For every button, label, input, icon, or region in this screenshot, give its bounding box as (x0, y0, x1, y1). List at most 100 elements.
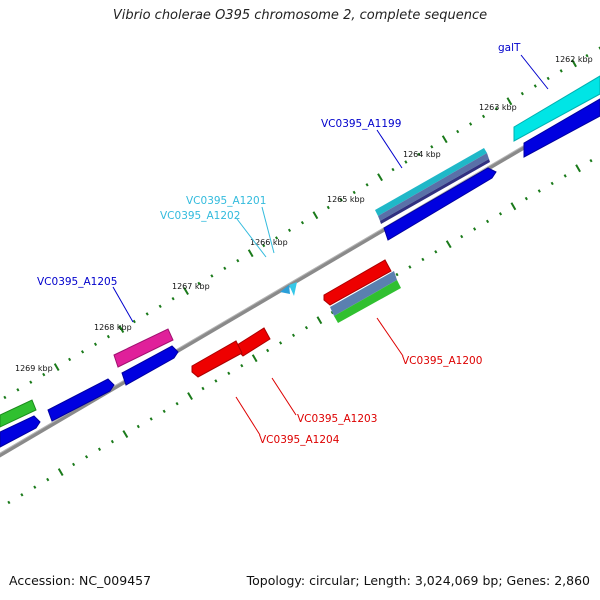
scale-labels: 1262 kbp 1263 kbp 1264 kbp 1265 kbp 1266… (15, 55, 593, 373)
scale-tick-outer-41 (520, 91, 524, 96)
scale-tick-outer-7 (80, 350, 85, 354)
scale-tick-inner-12 (149, 417, 153, 421)
scale-label-1268: 1268 kbp (94, 323, 132, 332)
scale-label-1266: 1266 kbp (250, 238, 288, 247)
scale-tick-inner-13 (162, 409, 166, 414)
scale-tick-outer-23 (287, 228, 292, 233)
gene-labels: galT VC0395_A1199 VC0395_A1201 VC0395_A1… (37, 42, 521, 446)
scale-tick-outer-2 (16, 388, 20, 392)
gene-label-A1203[interactable]: VC0395_A1203 (297, 413, 377, 425)
leader-A1203 (271, 377, 297, 416)
scale-tick-outer-34 (430, 145, 434, 149)
scale-tick-inner-10 (122, 430, 129, 439)
scale-tick-inner-44 (563, 174, 567, 178)
scale-tick-inner-37 (473, 227, 477, 231)
scale-tick-inner-32 (408, 265, 412, 269)
gene-galT-cyan[interactable] (513, 75, 600, 142)
scale-tick-outer-12 (145, 312, 149, 316)
chromosome-backbone (0, 100, 600, 458)
gene-A1199-dark[interactable] (380, 159, 490, 224)
scale-tick-outer-42 (533, 84, 537, 88)
scale-tick-outer-25 (312, 211, 319, 220)
scale-tick-outer-33 (417, 152, 421, 157)
scale-tick-inner-25 (316, 316, 323, 325)
map-title: Vibrio cholerae O395 chromosome 2, compl… (112, 8, 488, 23)
gene-A1200-red[interactable] (323, 259, 392, 306)
scale-tick-outer-18 (223, 266, 227, 271)
scale-tick-outer-27 (339, 198, 343, 202)
scale-tick-outer-9 (106, 334, 110, 339)
scale-tick-inner-26 (330, 310, 334, 315)
scale-tick-inner-11 (136, 424, 140, 429)
gene-A1201-arrow[interactable] (280, 285, 290, 294)
scale-tick-outer-4 (42, 372, 46, 377)
scale-tick-inner-19 (240, 363, 244, 368)
gene-label-A1200[interactable]: VC0395_A1200 (402, 355, 482, 367)
scale-label-1264: 1264 kbp (403, 150, 441, 159)
scale-tick-inner-8 (97, 447, 102, 451)
gene-A1200-steel[interactable] (330, 271, 397, 316)
scale-tick-inner-5 (57, 468, 64, 477)
gene-A1204-red[interactable] (191, 340, 243, 378)
gene-label-A1201[interactable]: VC0395_A1201 (186, 195, 266, 207)
scale-tick-inner-43 (550, 181, 554, 186)
scale-tick-outer-13 (158, 304, 162, 309)
scale-label-1263: 1263 kbp (479, 103, 517, 112)
gene-edge-green[interactable] (0, 399, 37, 428)
genome-summary-text: Topology: circular; Length: 3,024,069 bp… (246, 573, 590, 588)
label-leader-lines (112, 54, 549, 436)
scale-label-1265: 1265 kbp (327, 195, 365, 204)
gene-label-A1199[interactable]: VC0395_A1199 (321, 118, 401, 130)
scale-tick-inner-42 (537, 189, 541, 193)
scale-tick-inner-23 (291, 333, 296, 338)
scale-tick-outer-6 (68, 357, 72, 362)
scale-tick-inner-41 (524, 196, 528, 201)
gene-A1199-blue[interactable] (383, 167, 497, 241)
scale-tick-outer-10 (118, 325, 125, 334)
gene-features (0, 75, 600, 448)
gene-label-A1202[interactable]: VC0395_A1202 (160, 210, 240, 222)
scale-tick-inner-46 (589, 158, 593, 163)
scale-ticks-inner (7, 158, 593, 505)
accession-text: Accession: NC_009457 (9, 573, 152, 588)
scale-tick-inner-9 (110, 439, 114, 444)
scale-tick-inner-16 (201, 386, 205, 391)
scale-tick-outer-37 (469, 122, 473, 126)
scale-tick-inner-31 (395, 272, 399, 277)
scale-tick-outer-21 (262, 243, 266, 248)
leader-A1201 (261, 206, 275, 254)
scale-tick-inner-4 (46, 477, 50, 482)
scale-label-1267: 1267 kbp (172, 282, 210, 291)
scale-tick-outer-3 (29, 380, 33, 384)
scale-tick-inner-3 (33, 485, 37, 489)
leader-galT (520, 54, 549, 90)
gene-galT-blue[interactable] (523, 98, 600, 158)
scale-ticks-outer (3, 46, 600, 400)
scale-tick-inner-22 (279, 341, 283, 345)
leader-A1199 (376, 129, 403, 169)
gene-label-A1204[interactable]: VC0395_A1204 (259, 434, 340, 446)
scale-tick-outer-39 (494, 107, 499, 111)
scale-tick-outer-1 (3, 395, 7, 400)
gene-left-blue[interactable] (47, 378, 115, 422)
scale-tick-inner-39 (498, 212, 503, 216)
gene-A1199-steel[interactable] (378, 153, 489, 221)
gene-A1200-green[interactable] (334, 280, 401, 323)
gene-edge-blue[interactable] (0, 415, 41, 448)
scale-tick-inner-20 (251, 354, 258, 363)
scale-tick-outer-15 (183, 287, 189, 296)
gene-label-A1205[interactable]: VC0395_A1205 (37, 276, 117, 288)
leader-A1204 (235, 396, 261, 436)
gene-A1205-blue[interactable] (121, 345, 179, 386)
scale-tick-outer-26 (326, 205, 330, 210)
scale-tick-outer-36 (456, 129, 460, 134)
scale-tick-outer-46 (585, 53, 589, 58)
gene-A1199-cyan[interactable] (375, 148, 487, 216)
leader-A1200 (376, 317, 404, 357)
gene-A1202-arrow[interactable] (289, 282, 297, 296)
scale-label-1262: 1262 kbp (555, 55, 593, 64)
scale-tick-outer-24 (300, 220, 305, 225)
gene-label-galT[interactable]: galT (498, 42, 521, 54)
gene-A1205-magenta[interactable] (113, 328, 174, 368)
